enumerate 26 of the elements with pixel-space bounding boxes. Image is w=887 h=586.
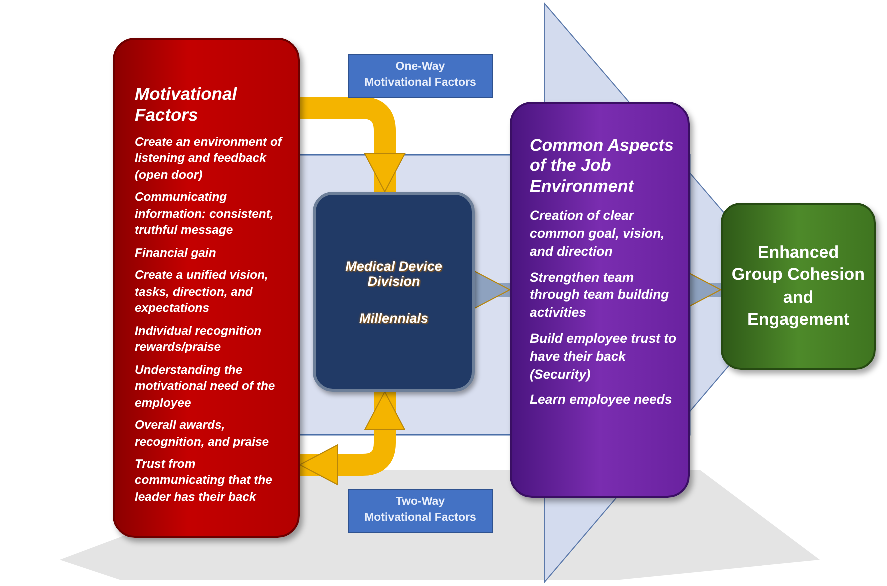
box-text: Medical Device Division bbox=[344, 258, 444, 288]
list-item: Strengthen team through team building activities bbox=[530, 268, 670, 322]
panel-heading: Motivational Factors bbox=[135, 84, 238, 126]
list-item: Create a unified vision, tasks, direction, and expectations bbox=[135, 267, 270, 317]
group-box bbox=[313, 192, 475, 392]
box-text: Enhanced Group Cohesion and Engagement bbox=[731, 242, 866, 331]
list-item: Understanding the motivational need of the employee bbox=[135, 362, 276, 412]
box-text: One-Way Motivational Factors bbox=[364, 60, 478, 91]
caption-box bbox=[348, 489, 493, 533]
list-item: Creation of clear common goal, vision, and direction bbox=[530, 207, 666, 261]
aspect-panel bbox=[510, 102, 690, 498]
caption-box bbox=[348, 54, 493, 98]
box-text: Millennials bbox=[359, 310, 429, 326]
factor-panel bbox=[113, 38, 300, 538]
list-item: Overall awards, recognition, and praise bbox=[135, 417, 270, 450]
list-item: Create an environment of listening and feedback (open door) bbox=[135, 134, 284, 184]
box-text: Two-Way Motivational Factors bbox=[364, 495, 478, 526]
list-item: Learn employee needs bbox=[530, 391, 674, 410]
list-item: Build employee trust to have their back (Security) bbox=[530, 330, 678, 384]
list-item: Trust from communicating that the leader has their back bbox=[135, 456, 274, 506]
list-item: Financial gain bbox=[135, 244, 218, 262]
list-item: Communicating information: consistent, truthful message bbox=[135, 189, 275, 239]
panel-heading: Common Aspects of the Job Environment bbox=[530, 136, 675, 198]
outcome-box bbox=[721, 203, 876, 370]
list-item: Individual recognition rewards/praise bbox=[135, 322, 263, 356]
block-arrow bbox=[300, 392, 406, 486]
